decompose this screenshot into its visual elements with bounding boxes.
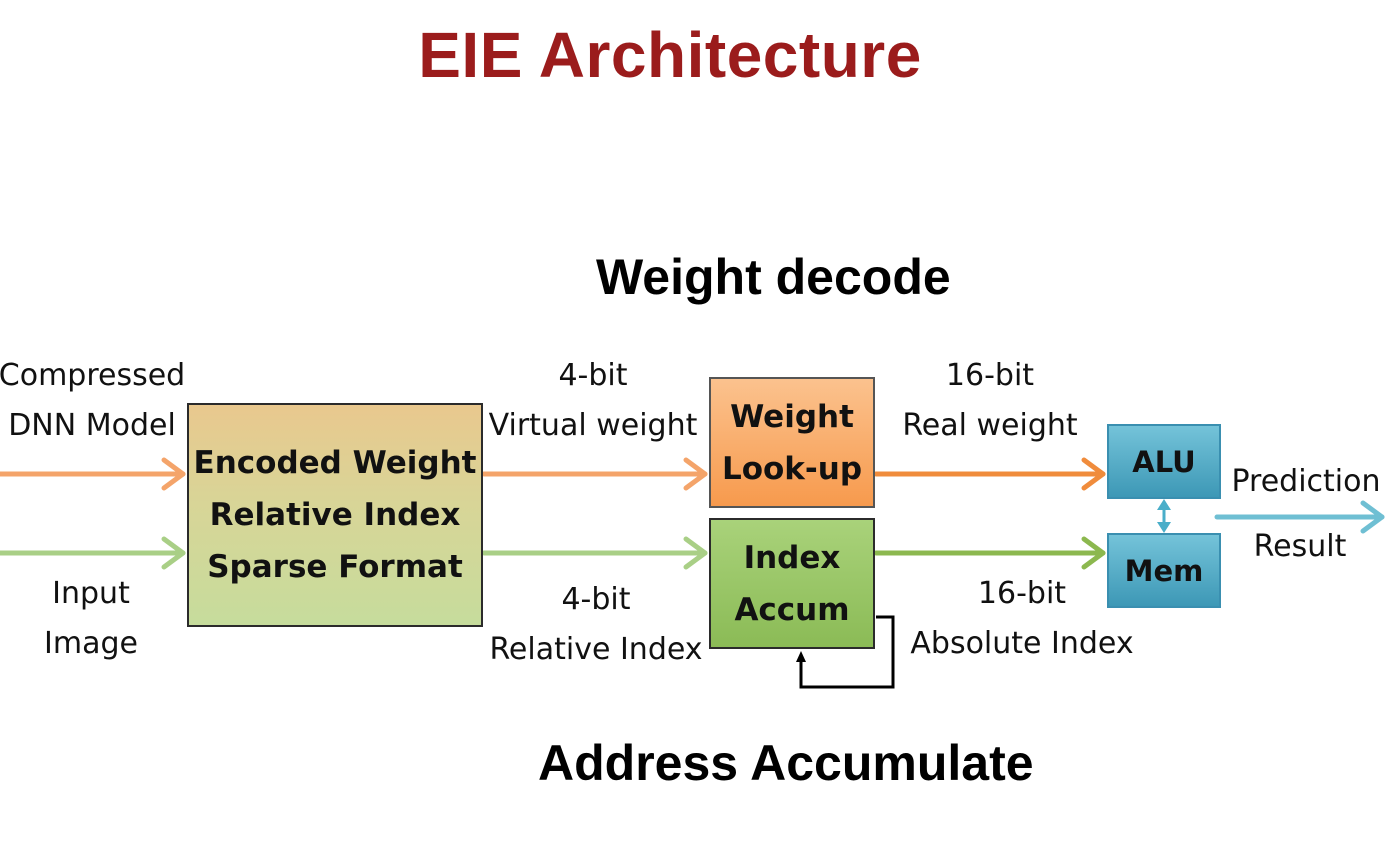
- relative-index-label: Relative Index: [489, 632, 703, 667]
- accum-feedback-loop: [796, 615, 895, 689]
- real-weight-arrow: [873, 457, 1106, 491]
- real-weight-label: Real weight: [902, 408, 1078, 443]
- weight-lookup-line1: Weight: [730, 398, 854, 435]
- input-image-label-line1: Input: [52, 576, 130, 611]
- encoded-weight-box: Encoded Weight Relative Index Sparse For…: [187, 403, 483, 627]
- input-image-label-line2: Image: [44, 626, 138, 661]
- absolute-index-label: Absolute Index: [910, 626, 1134, 661]
- absolute-index-bits-label: 16-bit: [977, 576, 1067, 611]
- relative-index-arrow: [481, 536, 708, 570]
- encoded-weight-line3: Sparse Format: [207, 549, 463, 585]
- encoded-weight-line2: Relative Index: [209, 497, 461, 533]
- compressed-model-label-line1: Compressed: [0, 358, 186, 393]
- index-accum-line2: Accum: [734, 591, 850, 628]
- alu-mem-arrow: [1157, 499, 1171, 533]
- page-title: EIE Architecture: [418, 19, 922, 91]
- real-weight-bits-label: 16-bit: [945, 358, 1035, 393]
- mem-label: Mem: [1124, 553, 1204, 588]
- result-label: Result: [1253, 529, 1347, 564]
- image-input-arrow: [0, 536, 186, 570]
- virtual-weight-label: Virtual weight: [488, 408, 698, 443]
- virtual-weight-bits-label: 4-bit: [558, 358, 628, 393]
- weight-decode-heading: Weight decode: [596, 249, 951, 305]
- alu-box: ALU: [1107, 424, 1221, 499]
- address-accumulate-heading: Address Accumulate: [538, 735, 1034, 791]
- absolute-index-arrow: [873, 536, 1106, 570]
- index-accum-line1: Index: [743, 539, 841, 576]
- prediction-label: Prediction: [1231, 464, 1381, 499]
- prediction-output-arrow: [1214, 500, 1385, 534]
- weight-lookup-box: Weight Look-up: [709, 377, 875, 508]
- weight-lookup-line2: Look-up: [721, 450, 863, 487]
- alu-label: ALU: [1132, 444, 1196, 479]
- compressed-model-label-line2: DNN Model: [8, 408, 176, 443]
- index-accum-box: Index Accum: [709, 518, 875, 649]
- encoded-weight-line1: Encoded Weight: [193, 445, 477, 481]
- model-input-arrow: [0, 457, 186, 491]
- virtual-weight-arrow: [481, 457, 708, 491]
- relative-index-bits-label: 4-bit: [561, 582, 631, 617]
- mem-box: Mem: [1107, 533, 1221, 608]
